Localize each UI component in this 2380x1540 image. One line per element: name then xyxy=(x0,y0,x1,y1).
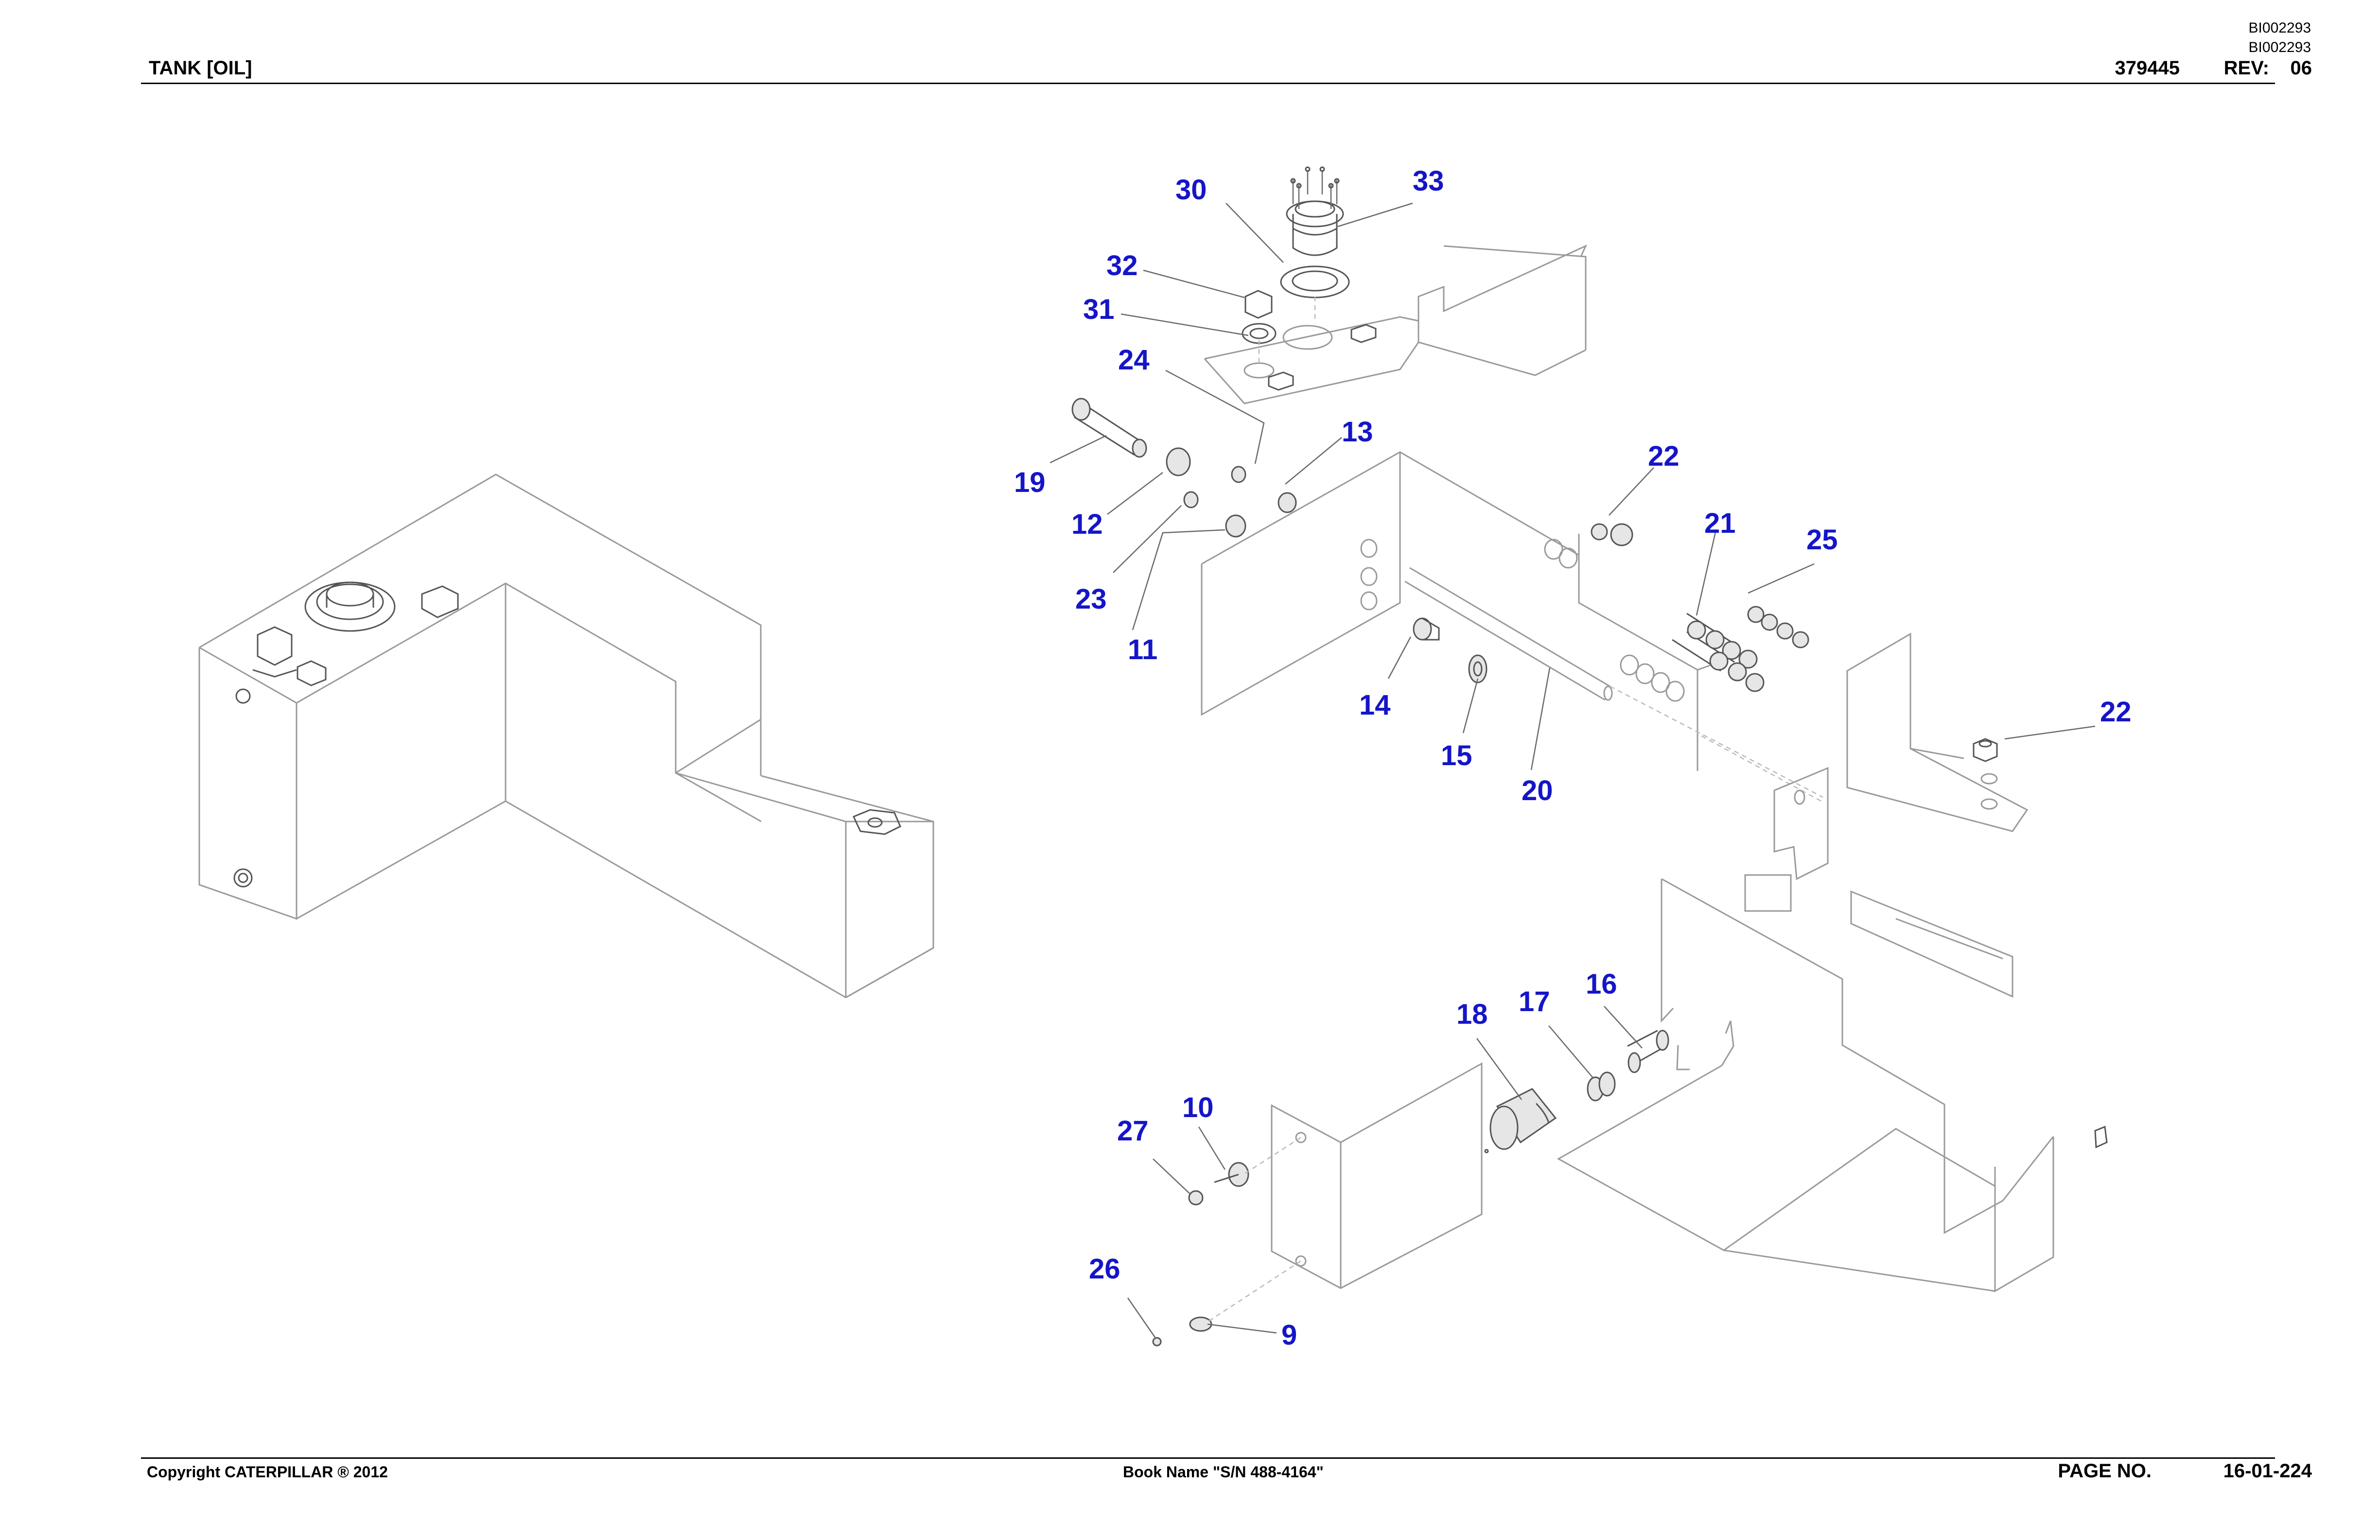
footer-rule xyxy=(141,1457,2275,1459)
callout-17: 17 xyxy=(1519,986,1550,1017)
document-id: BI002293 BI002293 xyxy=(2249,18,2311,57)
filter-assembly xyxy=(1484,1030,1669,1154)
front-panel xyxy=(1201,451,1823,803)
header-rule xyxy=(141,83,2275,84)
leader-lines xyxy=(1050,202,2096,1339)
fitting-cluster xyxy=(1591,523,1809,692)
revision-label: REV: xyxy=(2223,57,2269,79)
callout-23: 23 xyxy=(1075,583,1107,615)
callout-25: 25 xyxy=(1806,524,1838,556)
callout-31: 31 xyxy=(1083,294,1115,325)
part-number: 379445 xyxy=(2115,57,2180,79)
callout-22-upper: 22 xyxy=(1648,440,1680,472)
top-cover-plate xyxy=(1204,166,1588,404)
callout-16: 16 xyxy=(1586,968,1617,1000)
assembled-tank-view xyxy=(198,473,934,998)
callout-10: 10 xyxy=(1182,1092,1214,1123)
callout-labels: 30 33 32 31 24 13 19 12 23 11 22 21 25 1… xyxy=(1014,165,2132,1351)
page-title: TANK [OIL] xyxy=(149,57,252,79)
callout-27: 27 xyxy=(1117,1115,1149,1147)
callout-19: 19 xyxy=(1014,467,1046,498)
callout-21: 21 xyxy=(1704,508,1736,539)
page-number-value: 16-01-224 xyxy=(2223,1460,2312,1482)
callout-18: 18 xyxy=(1456,998,1488,1030)
callout-15: 15 xyxy=(1441,740,1472,771)
callout-11: 11 xyxy=(1128,634,1157,665)
callout-33: 33 xyxy=(1413,165,1444,197)
callout-24: 24 xyxy=(1118,344,1150,376)
revision-value: 06 xyxy=(2290,57,2312,79)
access-panel xyxy=(1152,1062,1483,1347)
callout-14: 14 xyxy=(1359,689,1391,721)
callout-20: 20 xyxy=(1522,775,1553,806)
callout-22-lower: 22 xyxy=(2100,696,2132,728)
document-id-line-1: BI002293 xyxy=(2248,20,2311,36)
right-bracket xyxy=(1744,632,2029,912)
page-number-label: PAGE NO. xyxy=(2058,1460,2152,1482)
small-parts-left xyxy=(1071,398,1488,683)
callout-26: 26 xyxy=(1089,1253,1120,1285)
book-name: Book Name "S/N 488-4164" xyxy=(1123,1463,1324,1481)
callout-12: 12 xyxy=(1071,508,1103,540)
lower-panel xyxy=(1557,878,2108,1293)
document-id-line-2: BI002293 xyxy=(2248,39,2311,55)
callout-32: 32 xyxy=(1106,250,1138,281)
copyright-text: Copyright CATERPILLAR ® 2012 xyxy=(147,1463,388,1481)
callout-30: 30 xyxy=(1175,174,1207,206)
callout-9: 9 xyxy=(1281,1319,1297,1351)
callout-13: 13 xyxy=(1342,416,1373,448)
